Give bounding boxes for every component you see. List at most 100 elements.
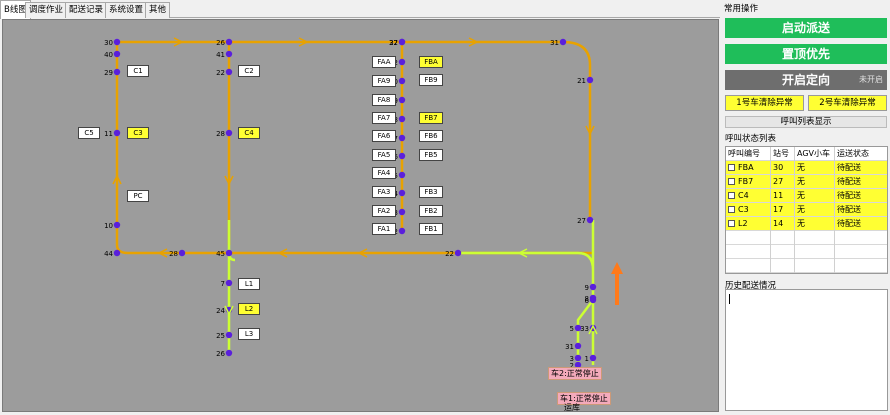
orient-button[interactable]: 开启定向 未开启 <box>725 70 887 90</box>
route-node[interactable] <box>113 249 121 257</box>
place-tag-fb5[interactable]: FB5 <box>419 149 443 161</box>
place-tag-fb9[interactable]: FB9 <box>419 74 443 86</box>
place-tag-c3[interactable]: C3 <box>127 127 149 139</box>
route-node[interactable] <box>225 279 233 287</box>
direction-arrow <box>224 175 234 186</box>
place-tag-c1[interactable]: C1 <box>127 65 149 77</box>
start-dispatch-button[interactable]: 启动派送 <box>725 18 887 38</box>
place-tag-fb3[interactable]: FB3 <box>419 186 443 198</box>
route-node[interactable] <box>398 58 406 66</box>
place-tag-c4[interactable]: C4 <box>238 127 260 139</box>
place-tag-fb6[interactable]: FB6 <box>419 130 443 142</box>
cell-call-id[interactable]: FBA <box>726 161 771 175</box>
tab-system-settings[interactable]: 系统设置 <box>105 2 148 18</box>
route-node[interactable] <box>574 324 582 332</box>
row-checkbox[interactable] <box>728 192 735 199</box>
place-tag-fa1[interactable]: FA1 <box>372 223 396 235</box>
place-tag-fa2[interactable]: FA2 <box>372 205 396 217</box>
route-node[interactable] <box>398 134 406 142</box>
route-node[interactable] <box>225 68 233 76</box>
route-node[interactable] <box>574 354 582 362</box>
place-tag-fa7[interactable]: FA7 <box>372 112 396 124</box>
route-node[interactable] <box>113 221 121 229</box>
place-tag-fa8[interactable]: FA8 <box>372 94 396 106</box>
cell-call-id[interactable]: C3 <box>726 203 771 217</box>
route-node[interactable] <box>589 283 597 291</box>
route-node[interactable] <box>586 216 594 224</box>
tab-other[interactable]: 其他 <box>145 2 171 18</box>
history-textarea[interactable] <box>725 289 888 411</box>
top-priority-button[interactable]: 置顶优先 <box>725 44 887 64</box>
cell-status: 待配送 <box>835 217 887 231</box>
place-tag-fb2[interactable]: FB2 <box>419 205 443 217</box>
place-tag-fb7[interactable]: FB7 <box>419 112 443 124</box>
route-node[interactable] <box>113 38 121 46</box>
route-node[interactable] <box>398 227 406 235</box>
route-node[interactable] <box>559 38 567 46</box>
route-node[interactable] <box>225 249 233 257</box>
route-node[interactable] <box>398 208 406 216</box>
route-node[interactable] <box>225 331 233 339</box>
place-tag-fa3[interactable]: FA3 <box>372 186 396 198</box>
route-node[interactable] <box>398 171 406 179</box>
route-map[interactable]: 3026273140414229222019181716151413121128… <box>2 19 719 412</box>
place-tag-l3[interactable]: L3 <box>238 328 260 340</box>
cell-call-id[interactable]: C4 <box>726 189 771 203</box>
place-tag-fa6[interactable]: FA6 <box>372 130 396 142</box>
place-tag-fb1[interactable]: FB1 <box>419 223 443 235</box>
clear-car2-error-button[interactable]: 2号车清除异常 <box>808 95 887 111</box>
route-node[interactable] <box>178 249 186 257</box>
route-node[interactable] <box>398 115 406 123</box>
route-node[interactable] <box>225 50 233 58</box>
route-node[interactable] <box>398 77 406 85</box>
cell-agv: 无 <box>795 161 835 175</box>
route-node[interactable] <box>586 76 594 84</box>
route-node[interactable] <box>454 249 462 257</box>
place-tag-fa4[interactable]: FA4 <box>372 167 396 179</box>
route-node[interactable] <box>225 38 233 46</box>
route-node[interactable] <box>589 354 597 362</box>
clear-car1-error-button[interactable]: 1号车清除异常 <box>725 95 804 111</box>
cell-call-id[interactable]: L2 <box>726 217 771 231</box>
route-node[interactable] <box>574 361 582 369</box>
route-node[interactable] <box>398 96 406 104</box>
place-tag-c5[interactable]: C5 <box>78 127 100 139</box>
row-checkbox[interactable] <box>728 206 735 213</box>
place-tag-pc[interactable]: PC <box>127 190 149 202</box>
place-tag-l2[interactable]: L2 <box>238 303 260 315</box>
tab-dispatch-job[interactable]: 调度作业 <box>25 2 68 18</box>
depot-label: 运库 <box>564 403 580 412</box>
route-node-label: 31 <box>565 343 574 351</box>
place-tag-c2[interactable]: C2 <box>238 65 260 77</box>
route-node[interactable] <box>225 129 233 137</box>
tab-delivery-records[interactable]: 配送记录 <box>65 2 108 18</box>
place-tag-fba[interactable]: FBA <box>419 56 443 68</box>
route-node[interactable] <box>113 129 121 137</box>
route-node[interactable] <box>398 152 406 160</box>
route-node[interactable] <box>113 68 121 76</box>
place-tag-l1[interactable]: L1 <box>238 278 260 290</box>
route-node[interactable] <box>574 342 582 350</box>
place-tag-fa9[interactable]: FA9 <box>372 75 396 87</box>
row-checkbox[interactable] <box>728 220 735 227</box>
row-checkbox[interactable] <box>728 164 735 171</box>
cell-call-id[interactable]: FB7 <box>726 175 771 189</box>
route-node[interactable] <box>113 50 121 58</box>
route-node-label: 22 <box>216 69 225 77</box>
empty-cell <box>771 259 795 273</box>
place-tag-fa5[interactable]: FA5 <box>372 149 396 161</box>
route-node-label: 11 <box>104 130 113 138</box>
place-tag-faa[interactable]: FAA <box>372 56 396 68</box>
route-node[interactable] <box>398 38 406 46</box>
route-node[interactable] <box>589 296 597 304</box>
call-list-display-button[interactable]: 呼叫列表显示 <box>725 116 887 128</box>
route-node[interactable] <box>398 189 406 197</box>
route-node-label: 21 <box>577 77 586 85</box>
row-checkbox[interactable] <box>728 178 735 185</box>
route-node[interactable] <box>225 349 233 357</box>
